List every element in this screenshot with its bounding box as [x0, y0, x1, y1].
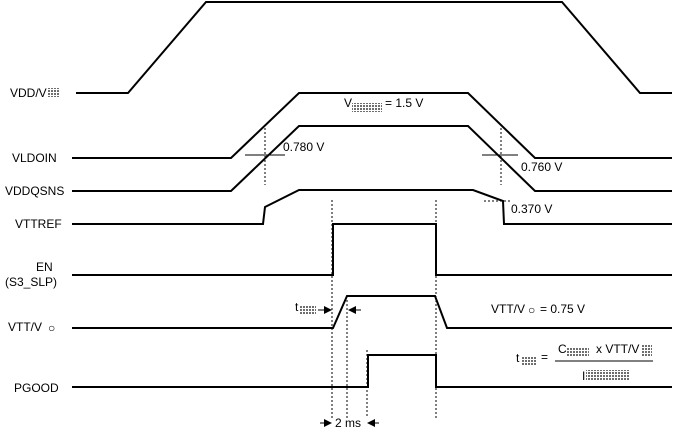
- t-subscript-hatch: [300, 306, 316, 314]
- delay-label: 2 ms: [335, 416, 361, 430]
- label-vttref: VTTREF: [15, 217, 62, 231]
- formula-numerator-rest: x VTT/V: [596, 342, 639, 356]
- vttref-waveform: [72, 189, 672, 225]
- vddqsns-waveform: [72, 125, 672, 192]
- formula-vtt-subscript-hatch: [642, 344, 652, 356]
- vddq-value: = 1.5 V: [385, 96, 423, 110]
- label-en: EN: [36, 260, 53, 274]
- label-en-s3slp: (S3_SLP): [5, 275, 57, 289]
- label-vddqsns: VDDQSNS: [5, 184, 64, 198]
- vtt-waveform: [72, 295, 672, 329]
- vtt-subscript-o: ○: [48, 321, 55, 335]
- label-pgood: PGOOD: [14, 381, 59, 395]
- en-waveform: [72, 223, 672, 276]
- vtt-value-prefix: VTT/V: [491, 302, 525, 316]
- formula-denominator-hatch: [586, 370, 630, 381]
- formula-t-subscript-hatch: [521, 357, 537, 366]
- vdd-waveform: [76, 0, 672, 94]
- formula-c-subscript-hatch: [567, 348, 589, 357]
- label-vtt: VTT/V: [8, 320, 42, 334]
- rise-threshold-label: 0.780 V: [283, 140, 324, 154]
- t-label: t: [295, 300, 299, 314]
- vtt-value-subscript: ○: [528, 303, 535, 317]
- vddq-subscript-hatch: [352, 103, 382, 112]
- pgood-waveform: [72, 354, 672, 388]
- label-vdd: VDD/V: [10, 86, 47, 100]
- vldoin-waveform: [72, 92, 672, 159]
- vdd-subscript-hatch: [48, 88, 59, 97]
- formula-c: C: [558, 342, 567, 356]
- vddq-prefix: V: [344, 96, 352, 110]
- formula-t: t: [516, 351, 520, 365]
- vddqsns-threshold-label: 0.370 V: [511, 202, 552, 216]
- formula-equals: =: [541, 350, 548, 364]
- fall-threshold-label: 0.760 V: [521, 160, 562, 174]
- formula-i: I: [582, 369, 585, 383]
- vtt-value: = 0.75 V: [540, 302, 585, 316]
- label-vldoin: VLDOIN: [12, 151, 57, 165]
